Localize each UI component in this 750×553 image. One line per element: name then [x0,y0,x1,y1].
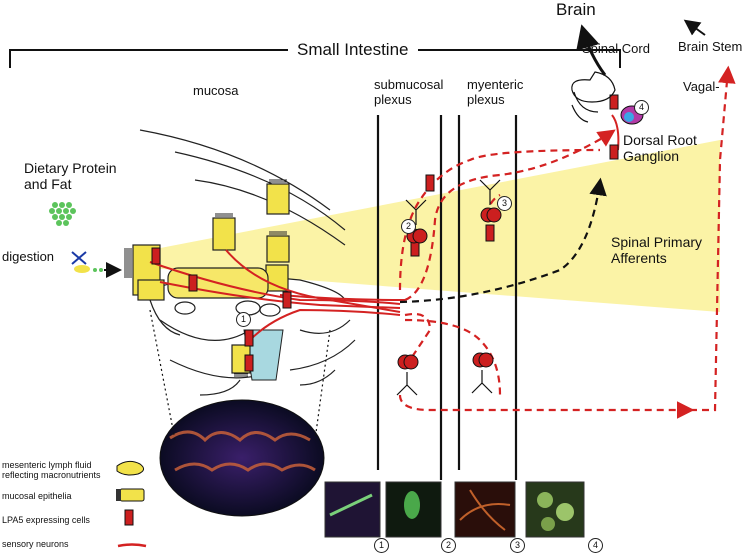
brush-borders [124,179,287,377]
dashed-pathways [398,65,736,419]
thumb-marker-4: 4 [588,538,603,553]
brain-label: Brain [556,0,596,19]
marker-1: 1 [236,312,251,327]
marker-2: 2 [401,219,416,234]
enteric-dendrites [396,179,501,396]
marker-4: 4 [634,100,649,115]
micrograph-guides [149,309,331,441]
thumb-marker-2: 2 [441,538,456,553]
enteric-neurons [397,207,502,370]
small-intestine-bracket [9,49,621,68]
thumb-2-cell [404,491,420,519]
legend-neuron-icon [117,543,147,548]
digestion-label: digestion [2,249,55,264]
spinal-cord-label: Spinal Cord [582,41,650,56]
thumb-marker-1: 1 [374,538,389,553]
legend-epithelia-label: mucosal epithelia [2,491,72,501]
thumb-marker-3: 3 [510,538,525,553]
mucosa-label: mucosa [193,83,239,98]
spinal-afferent-path [399,177,607,304]
small-intestine-title: Small Intestine [297,40,409,59]
thumb-4-cell-c [541,517,555,531]
legend-epithelia-icon [119,488,145,502]
legend-epithelia-brush [116,489,121,501]
brain-stem-arrow [683,19,706,36]
legend-lpa5-icon [124,509,134,526]
intestine-micrograph [159,399,325,517]
legend-lymph-icon [116,460,144,476]
thumb-4-cell-b [556,503,574,521]
brain-stem-label: Brain Stem [678,39,743,54]
legend-lpa5-label: LPA5 expressing cells [2,515,90,525]
scissors-icon [71,251,87,265]
legend-neurons-label: sensory neurons [2,539,69,549]
lpa5-cells [151,94,619,372]
thumb-1-cell [329,493,373,517]
micrograph-villi [169,430,316,472]
signal-cone [150,140,720,312]
micrograph-thumb-1 [324,481,381,538]
digested-bolus [74,265,90,273]
spinal-cord [571,71,616,123]
thumb-4-cell-a [537,492,553,508]
nutrient-droplets [49,202,103,272]
vagal-label: Vagal- [683,79,720,94]
marker-3: 3 [497,196,512,211]
thumb-3-fibers [459,489,511,531]
plexus-boundaries [376,115,518,480]
brain-arrow [576,24,607,76]
micrograph-thumb-4 [525,481,585,538]
